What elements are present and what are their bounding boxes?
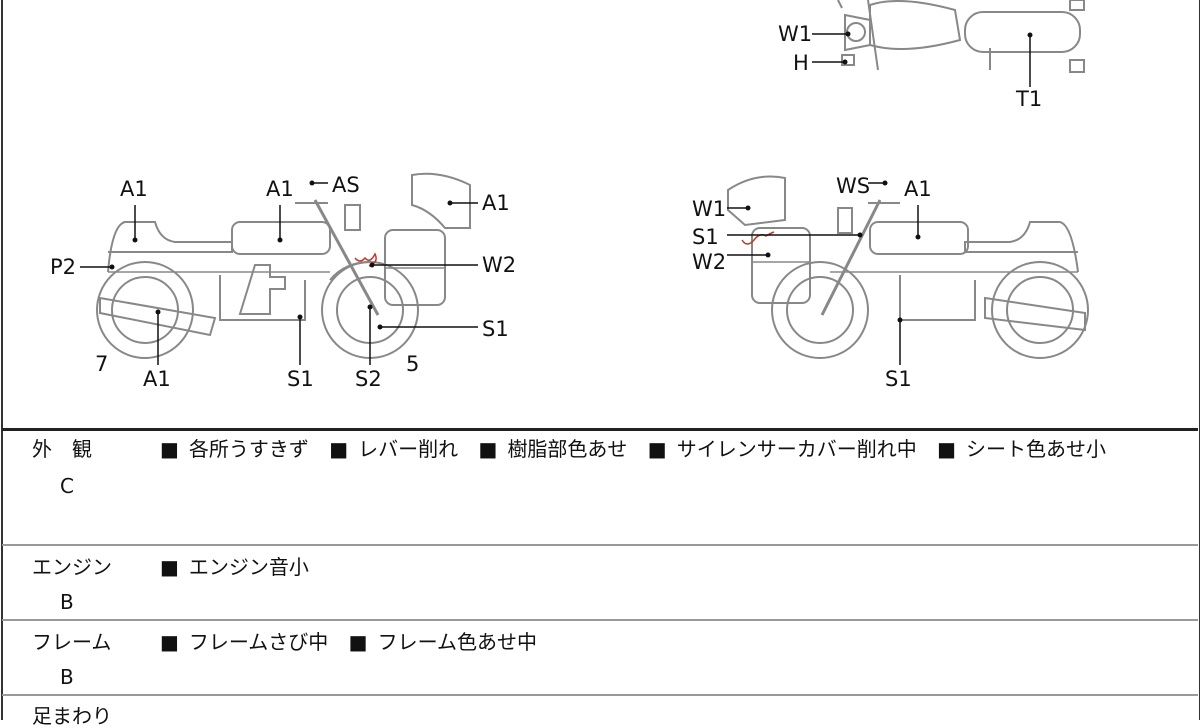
diagram-label: S2 bbox=[355, 367, 382, 391]
row-divider bbox=[2, 544, 1198, 546]
section-divider bbox=[2, 428, 1198, 431]
diagram-label: W2 bbox=[482, 253, 517, 277]
damage-mark bbox=[741, 231, 775, 245]
diagram-label: W2 bbox=[692, 250, 727, 274]
note: 樹脂部色あせ bbox=[507, 437, 628, 461]
diagram-label: H bbox=[793, 51, 809, 75]
diagram-label: T1 bbox=[1016, 87, 1043, 111]
category-label: 足まわり bbox=[32, 704, 112, 728]
diagram-label: P2 bbox=[50, 255, 77, 279]
diagram-label: 5 bbox=[406, 352, 420, 376]
bullet: ■ bbox=[348, 630, 368, 654]
note: シート色あせ小 bbox=[965, 437, 1106, 461]
grade: B bbox=[60, 590, 74, 614]
diagram-label: S1 bbox=[482, 317, 509, 341]
condition-notes: ■ 各所うすきず ■ レバー削れ ■ 樹脂部色あせ ■ サイレンサーカバー削れ中 ■ シー… bbox=[160, 437, 1120, 461]
diagram-label: A1 bbox=[904, 177, 932, 201]
leader-dots bbox=[109, 31, 1033, 330]
diagram-label: W1 bbox=[778, 22, 813, 46]
damage-mark bbox=[354, 252, 377, 267]
diagram-label: WS bbox=[836, 174, 871, 198]
right-side-motorcycle bbox=[727, 175, 1089, 359]
note: エンジン音小 bbox=[188, 555, 309, 579]
category-label: フレーム bbox=[32, 630, 112, 654]
diagram-label: A1 bbox=[266, 177, 294, 201]
condition-notes: ■ エンジン音小 bbox=[160, 555, 323, 579]
motorcycle-diagram bbox=[80, 0, 1089, 365]
diagram-label: S1 bbox=[692, 225, 719, 249]
bullet: ■ bbox=[160, 555, 179, 579]
diagram-label: S1 bbox=[287, 367, 314, 391]
note: レバー削れ bbox=[358, 437, 459, 461]
diagram-label: A1 bbox=[120, 177, 148, 201]
diagram-label: A1 bbox=[482, 191, 510, 215]
bullet: ■ bbox=[647, 437, 667, 461]
row-divider bbox=[2, 694, 1198, 696]
leader-lines bbox=[80, 33, 1031, 365]
note: 各所うすきず bbox=[188, 437, 309, 461]
bullet: ■ bbox=[329, 437, 349, 461]
diagram-label: AS bbox=[332, 173, 360, 197]
grade: B bbox=[60, 665, 74, 689]
diagram-label: S1 bbox=[885, 367, 912, 391]
note: フレームさび中 bbox=[188, 630, 329, 654]
category-label: エンジン bbox=[32, 555, 112, 579]
diagram-label: A1 bbox=[143, 367, 171, 391]
note: サイレンサーカバー削れ中 bbox=[676, 437, 917, 461]
bullet: ■ bbox=[160, 630, 179, 654]
row-divider bbox=[2, 619, 1198, 621]
grade: C bbox=[60, 474, 74, 498]
bullet: ■ bbox=[478, 437, 498, 461]
diagram-label: W1 bbox=[692, 197, 727, 221]
bullet: ■ bbox=[160, 437, 179, 461]
top-view-motorcycle bbox=[837, 0, 1085, 73]
category-label: 外 観 bbox=[32, 437, 92, 461]
condition-notes: ■ フレームさび中 ■ フレーム色あせ中 bbox=[160, 630, 551, 654]
note: フレーム色あせ中 bbox=[377, 630, 537, 654]
bullet: ■ bbox=[937, 437, 956, 461]
diagram-label: 7 bbox=[95, 352, 109, 376]
left-side-motorcycle bbox=[96, 172, 471, 359]
